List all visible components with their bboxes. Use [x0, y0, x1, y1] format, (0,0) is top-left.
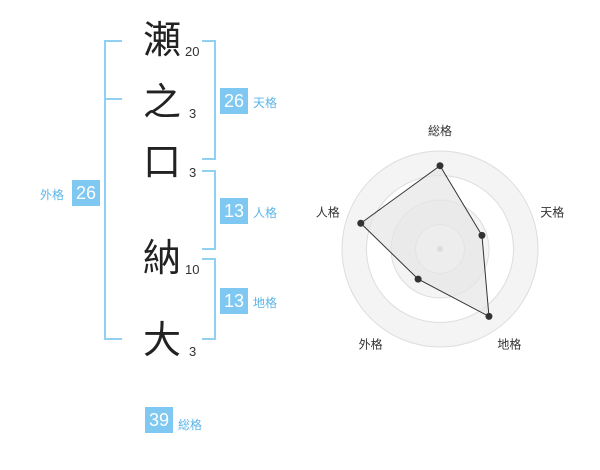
name-char-5: 大: [142, 318, 181, 362]
stroke-count-5: 3: [189, 344, 197, 359]
tenkaku-value: 26: [220, 88, 248, 114]
jinkaku-bracket: [202, 170, 216, 250]
radar-axis-label: 人格: [316, 205, 340, 220]
radar-point: [414, 275, 422, 283]
gaikaku-bracket: [104, 40, 122, 340]
chikaku-label: 地格: [253, 296, 278, 310]
stroke-count-4: 10: [185, 262, 200, 277]
name-char-3: 口: [142, 140, 181, 184]
chikaku-value: 13: [220, 288, 248, 314]
radar-point: [478, 231, 486, 239]
radar-axis-label: 天格: [540, 205, 564, 220]
name-char-1: 瀬: [142, 18, 181, 62]
stroke-count-1: 20: [185, 44, 200, 59]
soukaku-value: 39: [145, 407, 173, 433]
jinkaku-value: 13: [220, 198, 248, 224]
gaikaku-value: 26: [72, 180, 100, 206]
radar-shape: [357, 162, 493, 320]
radar-axis-label: 総格: [428, 123, 452, 138]
radar-axis-label: 地格: [497, 336, 521, 351]
radar-point: [357, 219, 365, 227]
gaikaku-label: 外格: [40, 188, 65, 202]
name-char-2: 之: [142, 80, 181, 124]
radar-axis-label: 外格: [359, 336, 383, 351]
tenkaku-label: 天格: [253, 96, 278, 110]
radar-polygon: [360, 164, 490, 318]
chikaku-bracket: [202, 258, 216, 340]
gaikaku-bracket-tick: [104, 98, 122, 100]
stroke-count-2: 3: [189, 106, 197, 121]
jinkaku-label: 人格: [253, 206, 278, 220]
name-char-4: 納: [142, 236, 181, 280]
soukaku-label: 総格: [178, 418, 203, 432]
radar-point: [436, 162, 444, 170]
stroke-count-3: 3: [189, 165, 197, 180]
tenkaku-bracket: [202, 40, 216, 160]
radar-point: [485, 312, 493, 320]
